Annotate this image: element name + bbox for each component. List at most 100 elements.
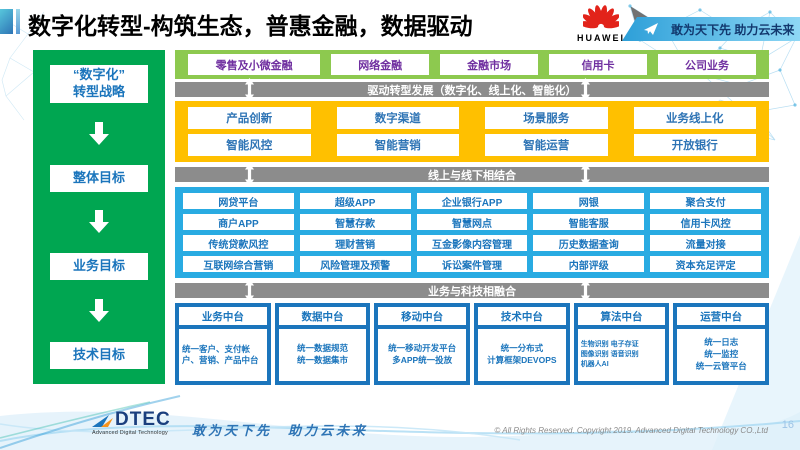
platform-detail-line: 统一数据集市 [297,355,349,365]
platform-detail-line: 统一客户、支付帐户、营销、产品中台 [182,343,259,365]
application-box: 智慧网点 [416,214,528,230]
dtec-swoosh-icon [92,415,113,427]
platform-detail: 统一移动开发平台 多APP统一投放 [378,329,467,381]
application-box: 智慧存款 [299,214,411,230]
platform-detail-line: 统一监控 [704,349,739,360]
strategy-step-technology-goal: 技术目标 [50,341,148,369]
platform-detail-line: 统一数据规范 [297,343,349,354]
capability-box: 数字渠道 [336,107,459,129]
platform-detail-line: 统一云管平台 [695,360,747,371]
application-box: 超级APP [299,193,411,209]
business-line-box: 信用卡 [549,54,648,75]
strategy-step-digital-strategy: “数字化” 转型战略 [50,65,148,103]
page-title: 数字化转型-构筑生态，普惠金融，数据驱动 [28,13,473,39]
platform-detail-line: 机器人AI [580,360,609,368]
footer-slogan: 敢为天下先 助力云未来 [192,423,369,438]
capability-box: 开放银行 [633,134,756,156]
platform-column-algorithm: 算法中台 生物识别 电子存证 图像识别 语音识别 机器人AI [573,303,670,385]
down-arrow-icon [88,299,110,323]
strategy-step-business-goal: 业务目标 [50,253,148,281]
capability-row: 智能风控 智能营销 智能运营 开放银行 [188,134,756,156]
strategy-step-line: 转型战略 [72,83,125,99]
platform-detail-line: 统一移动开发平台 [388,343,457,354]
application-box: 风险管理及预警 [299,256,411,272]
strategy-step-line: “数字化” [72,67,125,82]
application-box: 互联网综合营销 [183,256,294,272]
strategy-step-line: 技术目标 [72,346,125,362]
title-accent-square [0,9,13,34]
application-box: 互金影像内容管理 [416,235,528,251]
huawei-logo: HUAWEI [576,3,626,43]
capability-box: 业务线上化 [633,107,756,129]
application-grid: 网贷平台 超级APP 企业银行APP 网银 聚合支付 商户APP 智慧存款 智慧… [175,187,769,278]
application-box: 流量对接 [650,235,761,251]
strategy-step-line: 整体目标 [72,169,125,185]
strategy-step-overall-goal: 整体目标 [50,164,148,192]
application-box: 网贷平台 [183,193,294,209]
dtec-logo: DTEC Advanced Digital Technology [92,410,171,436]
platform-title: 数据中台 [278,307,367,325]
down-arrow-icon [88,121,110,146]
updown-arrow-icon [245,279,254,302]
business-line-box: 公司业务 [658,54,756,75]
updown-arrow-icon [581,279,590,302]
platform-detail-line: 多APP统一投放 [392,355,453,365]
platform-detail: 统一数据规范 统一数据集市 [278,329,367,381]
updown-arrow-icon [581,163,590,186]
copyright-text: © All Rights Reserved. Copyright 2019. A… [494,426,768,435]
application-box: 商户APP [183,214,294,230]
slogan-banner: 敢为天下先 助力云未来 [622,17,800,41]
strategy-step-line: 业务目标 [72,258,125,274]
platform-detail-line: 统一日志 [704,337,739,348]
business-line-box: 网络金融 [331,54,430,75]
application-box: 传统贷款风控 [183,235,294,251]
middle-platform-row: 业务中台 统一客户、支付帐户、营销、产品中台 数据中台 统一数据规范 统一数据集… [175,303,770,385]
application-box: 网银 [533,193,645,209]
page-number: 16 [781,419,794,431]
bar-label: 业务与科技相融合 [428,285,516,298]
huawei-logo-text: HUAWEI [577,33,625,43]
application-box: 聚合支付 [650,193,761,209]
application-box: 企业银行APP [416,193,528,209]
application-box: 内部评级 [533,256,645,272]
huawei-flower-icon [579,5,623,29]
platform-title: 业务中台 [179,307,267,325]
capability-row: 产品创新 数字渠道 场景服务 业务线上化 [188,107,756,129]
title-accent-line [16,9,20,34]
updown-arrow-icon [245,163,254,186]
dtec-logo-subtext: Advanced Digital Technology [92,430,168,436]
platform-title: 技术中台 [478,307,566,325]
main-diagram: 零售及小微金融 网络金融 金融市场 信用卡 公司业务 驱动转型发展（数字化、线上… [175,50,770,385]
platform-column-operation: 运营中台 统一日志 统一监控 统一云管平台 [673,303,770,385]
platform-column-data: 数据中台 统一数据规范 统一数据集市 [274,303,371,385]
digital-capability-block: 产品创新 数字渠道 场景服务 业务线上化 智能风控 智能营销 智能运营 开放银行 [175,101,769,162]
platform-detail-line: 计算框架DEVOPS [487,355,557,365]
capability-box: 智能风控 [188,134,311,156]
capability-box: 智能营销 [336,134,459,156]
platform-detail-line: 统一分布式 [500,343,544,354]
platform-column-business: 业务中台 统一客户、支付帐户、营销、产品中台 [175,303,271,385]
application-box: 信用卡风控 [650,214,761,230]
strategy-panel: “数字化” 转型战略 整体目标 业务目标 技术目标 [33,50,165,384]
platform-detail-line: 生物识别 电子存证 [580,341,639,349]
business-line-box: 零售及小微金融 [188,54,321,75]
platform-detail-line: 图像识别 语音识别 [580,351,639,359]
platform-detail: 统一日志 统一监控 统一云管平台 [677,329,766,381]
platform-detail: 统一客户、支付帐户、营销、产品中台 [179,329,267,381]
dtec-logo-text: DTEC [115,409,171,430]
down-arrow-icon [88,210,110,234]
online-offline-bar: 线上与线下相结合 [175,163,769,186]
platform-column-technology: 技术中台 统一分布式 计算框架DEVOPS [474,303,570,385]
application-box: 资本充足评定 [650,256,761,272]
tech-fusion-bar: 业务与科技相融合 [175,279,769,302]
capability-box: 场景服务 [485,107,608,129]
capability-box: 智能运营 [485,134,608,156]
banner-slogan-text: 敢为天下先 助力云未来 [671,22,795,37]
platform-column-mobile: 移动中台 统一移动开发平台 多APP统一投放 [374,303,471,385]
bar-label: 驱动转型发展（数字化、线上化、智能化） [367,84,577,97]
capability-box: 产品创新 [188,107,311,129]
business-lines-row: 零售及小微金融 网络金融 金融市场 信用卡 公司业务 [175,50,769,79]
drive-transformation-bar: 驱动转型发展（数字化、线上化、智能化） [175,78,769,101]
application-box: 诉讼案件管理 [416,256,528,272]
